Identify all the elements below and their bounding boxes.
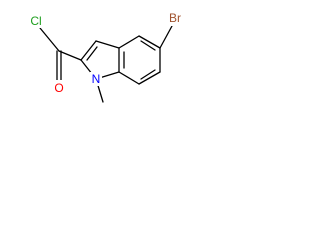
bond-c5-c6-inner: [140, 40, 156, 51]
bond-c3-c2: [80, 40, 97, 61]
bond-c7-c8-inner: [140, 69, 156, 80]
bond-c6-br: [159, 25, 173, 49]
bromine-atom-label: Br: [169, 11, 181, 25]
atom-labels: Br Cl O N: [27, 11, 185, 95]
bond-c3-c2-inner: [86, 46, 98, 61]
bond-c5-c6: [138, 35, 161, 49]
bond-c7-c8: [138, 71, 161, 85]
bond-c4-c5: [118, 35, 140, 49]
oxygen-atom-label: O: [54, 81, 63, 95]
bond-c8-c9: [118, 71, 140, 85]
bond-carbonyl-cl: [39, 27, 60, 52]
chlorine-atom-label: Cl: [30, 14, 41, 28]
bond-c2-carbonyl: [58, 50, 82, 61]
bond-c4-c3: [95, 40, 120, 49]
nitrogen-atom-label: N: [92, 72, 101, 86]
chemical-structure-diagram: Br Cl O N: [27, 11, 185, 103]
